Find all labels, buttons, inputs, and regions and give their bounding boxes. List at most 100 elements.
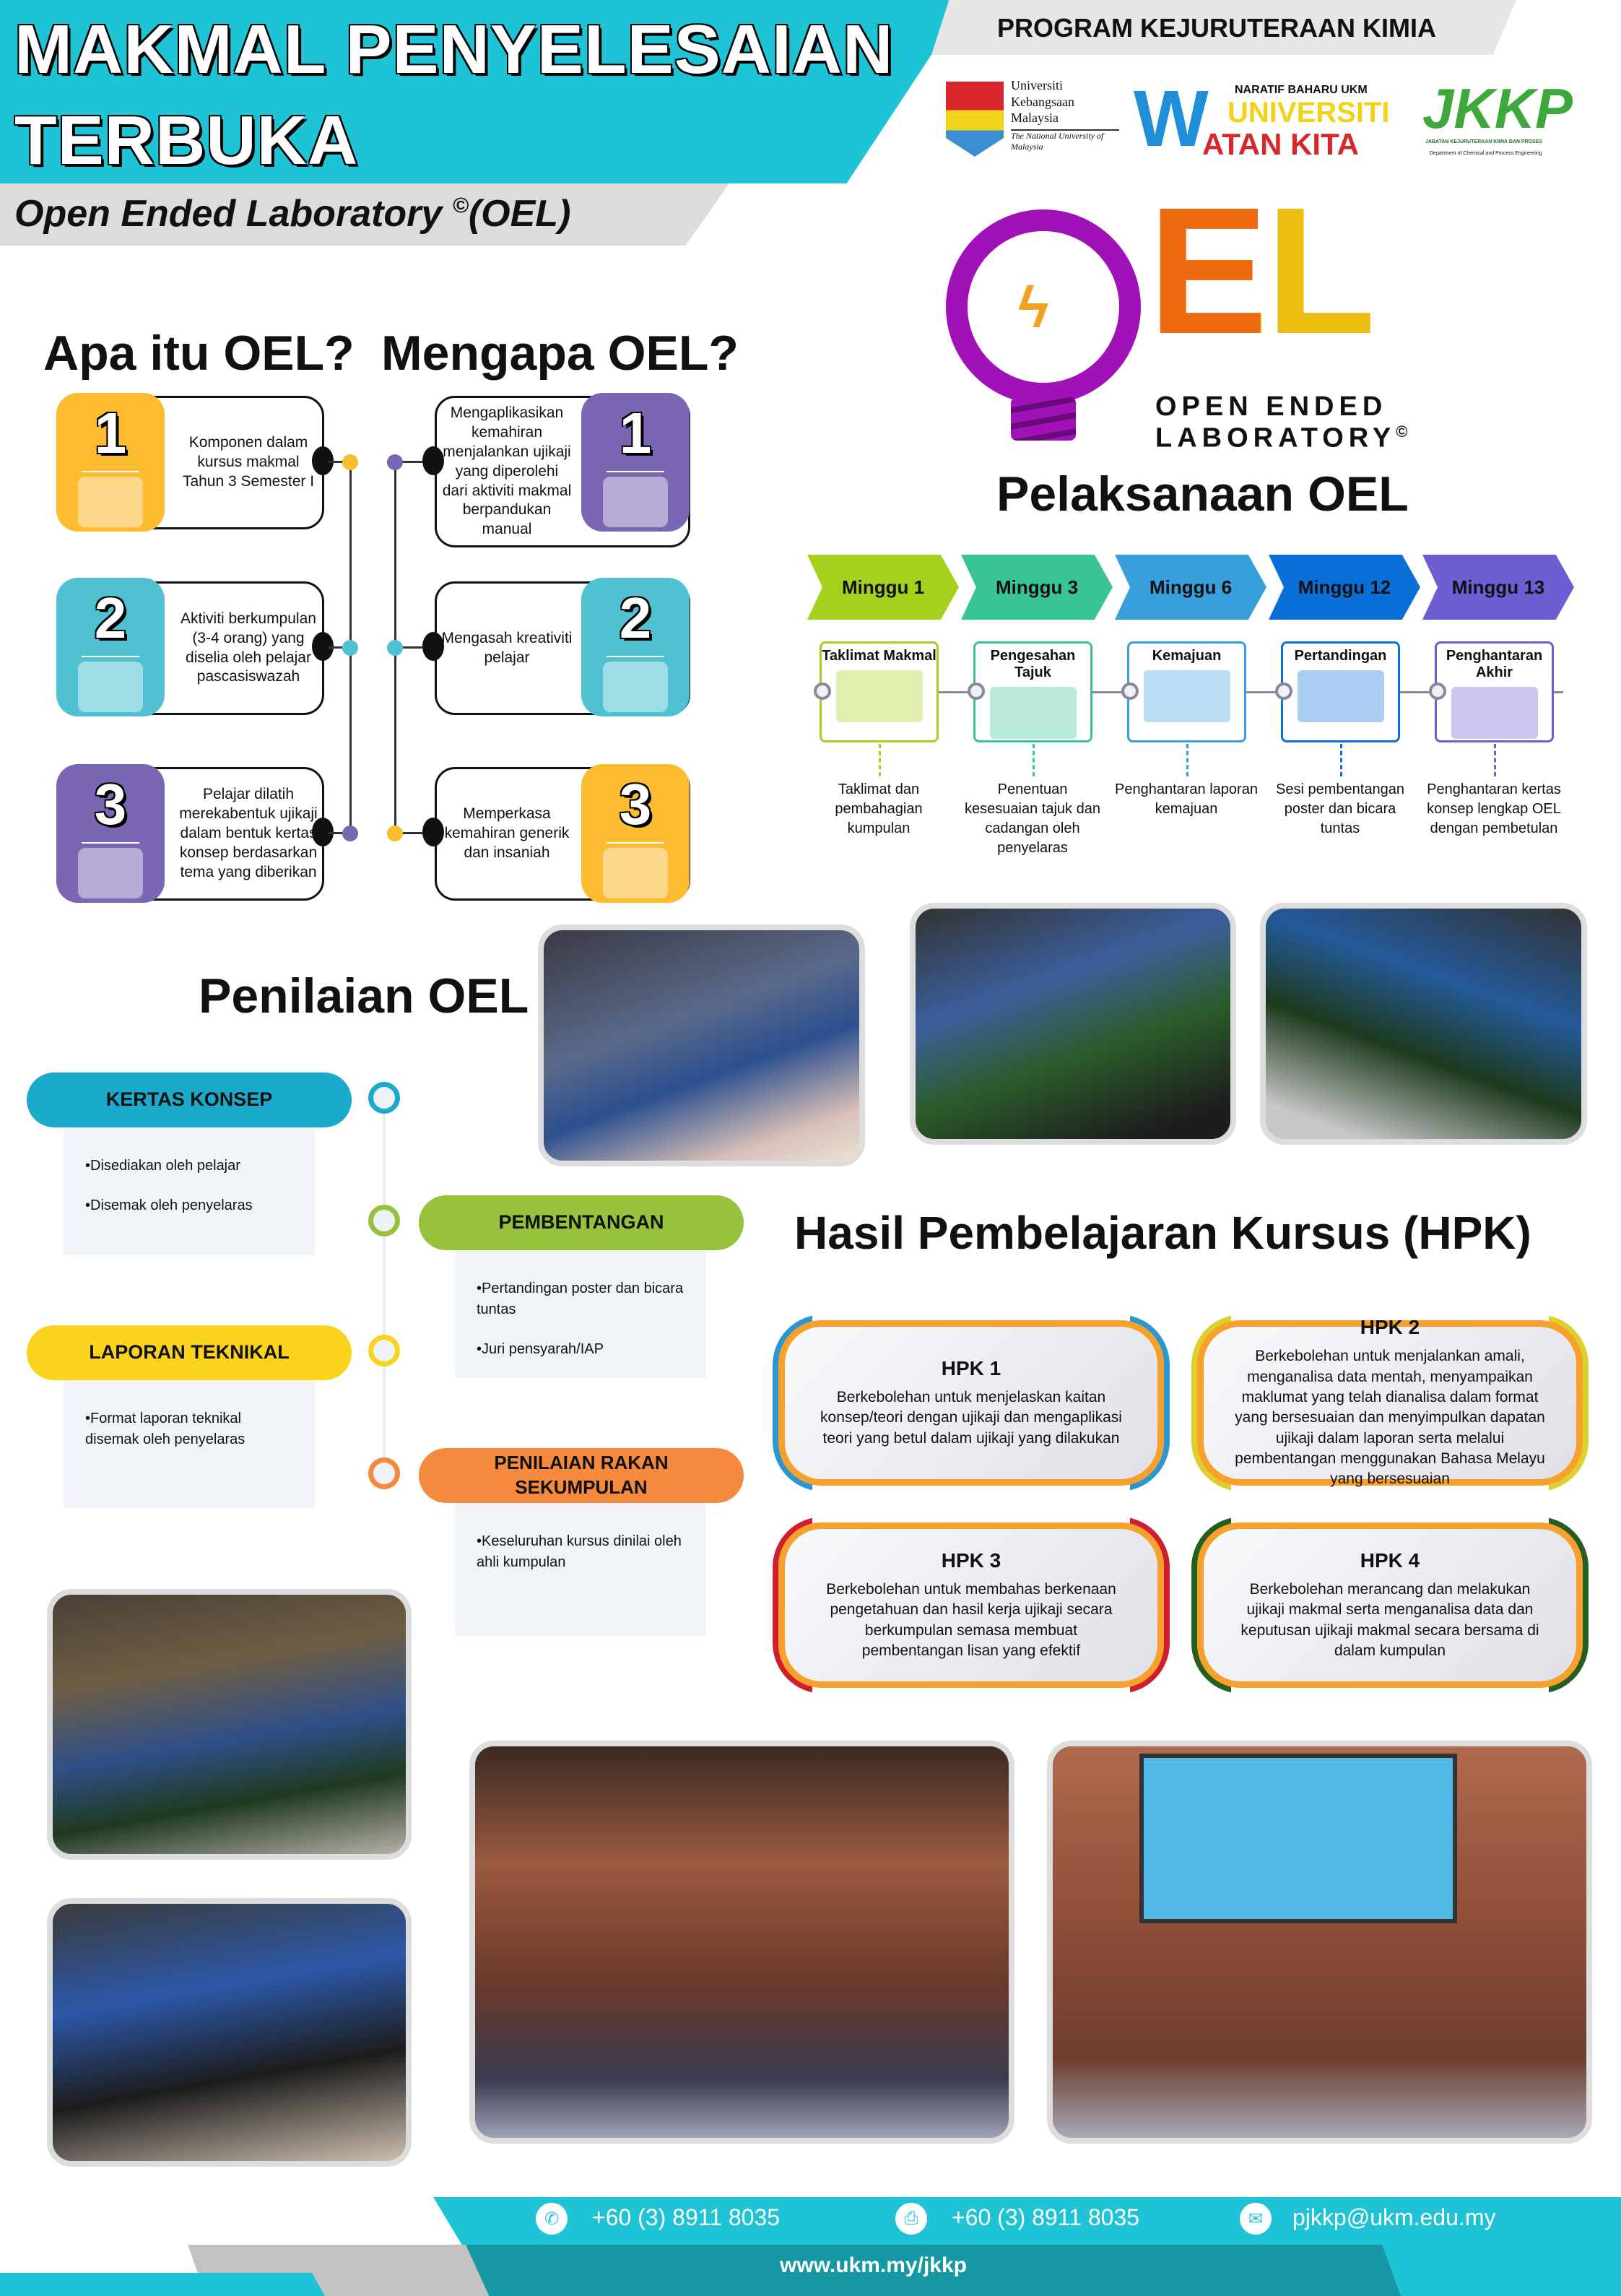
assessment-node [368,1335,400,1366]
penilaian-line [383,1112,386,1481]
connector-knob [422,632,444,661]
assessment-node [368,1082,400,1114]
timeline-dot [342,826,358,841]
week-chevron: Minggu 3 [961,555,1113,620]
number-label: 2 [619,586,652,650]
jkkp-dept-en: Department of Chemical and Process Engin… [1430,151,1542,156]
apa-number-2: 2 [56,578,165,716]
ukm-word-2: Kebangsaan [1011,94,1074,109]
email-icon: ✉ [1240,2203,1272,2235]
puzzle-team-illustration-icon [78,662,143,712]
ukm-crest-icon [946,82,1004,157]
assessment-node [368,1457,400,1489]
photo-prize-ceremony [1047,1741,1592,2144]
oel-mark: © [1396,423,1408,441]
assessment-label: KERTAS KONSEP [105,1088,273,1111]
copyright-mark: © [452,194,469,218]
mengapa-number-3: 3 [581,764,690,903]
oel-letters: EL [1148,170,1376,371]
apa-text-2: Aktiviti berkumpulan (3-4 orang) yang di… [181,610,316,685]
week-label: Minggu 1 [841,576,925,598]
apa-text-1: Komponen dalam kursus makmal Tahun 3 Sem… [182,434,315,490]
assessment-node [368,1205,400,1236]
stage-illustration-icon [989,687,1077,739]
stage-description: Penghantaran kertas konsep lengkap OEL d… [1427,781,1561,836]
hpk-label: HPK 3 [941,1548,1001,1572]
number-label: 3 [94,772,127,836]
stage-box: Pertandingan [1281,641,1400,742]
stage-illustration-icon [1297,670,1384,722]
mengapa-text-3: Memperkasa kemahiran generik dan insania… [444,805,570,861]
subtitle-text: Open Ended Laboratory [14,193,443,235]
timeline-dot [387,454,403,470]
wawasan-line2: ATAN KITA [1202,127,1359,161]
jkkp-dept: JABATAN KEJURUTERAAN KIMIA DAN PROSES [1425,139,1543,144]
assessment-label: LAPORAN TEKNIKAL [89,1341,290,1364]
stage-illustration-icon [835,670,923,722]
apa-text-3: Pelajar dilatih merekabentuk ujikaji dal… [179,786,318,880]
footer-website[interactable]: www.ukm.my/jkkp [780,2253,967,2277]
week-chevron: Minggu 1 [807,555,959,620]
assessment-point: •Disemak oleh penyelaras [85,1197,253,1213]
photo-poster-group [47,1898,412,2167]
header-banner [0,0,968,183]
kids-lab-illustration-icon [603,477,668,527]
assessment-point: •Keseluruhan kursus dinilai oleh ahli ku… [477,1533,682,1570]
hpk-text: Berkebolehan untuk menjelaskan kaitan ko… [820,1388,1122,1447]
number-label: 2 [94,586,127,650]
number-label: 3 [619,772,652,836]
footer-dark-band [466,2245,1401,2296]
arrow-down-icon [879,744,881,776]
subtitle-band [0,183,729,246]
stage-description: Sesi pembentangan poster dan bicara tunt… [1276,781,1404,836]
oel-line2: LABORATORY© [1155,423,1407,454]
assessment-detail: •Format laporan teknikal disemak oleh pe… [64,1379,315,1508]
week-label: Minggu 6 [1149,576,1233,598]
stage-box: Taklimat Makmal [820,641,939,742]
photo-poster-session-2 [910,903,1236,1145]
assessment-pill: PEMBENTANGAN [419,1195,744,1250]
penilaian-title: Penilaian OEL [199,969,529,1023]
stage-description: Penghantaran laporan kemajuan [1115,781,1258,817]
number-label: 1 [94,401,127,465]
mengapa-text-2: Mengasah kreativiti pelajar [441,629,573,666]
stage-node [1121,683,1139,700]
week-label: Minggu 3 [995,576,1079,598]
stage-description: Taklimat dan pembahagian kumpulan [835,781,923,836]
page-title-line1: MAKMAL PENYELESAIAN [14,11,894,88]
apa-title: Apa itu OEL? [43,326,355,381]
lightning-bolt-icon: ϟ [1018,275,1049,339]
assessment-detail: •Disediakan oleh pelajar•Disemak oleh pe… [64,1127,315,1255]
week-chevron: Minggu 13 [1422,555,1574,620]
stage-label: Pengesahan Tajuk [990,648,1076,680]
apa-number-1: 1 [56,393,165,532]
multitask-illustration-icon [603,848,668,898]
timeline-dot [342,640,358,656]
assessment-pill: PENILAIAN RAKAN SEKUMPULAN [419,1448,744,1503]
stage-node [1275,683,1292,700]
bulb-base-icon [1011,397,1076,441]
week-chevron: Minggu 12 [1269,555,1420,620]
footer-phone[interactable]: +60 (3) 8911 8035 [592,2204,781,2230]
wawasan-logo: W NARATIF BAHARU UKM UNIVERSITI ATAN KIT… [1134,79,1394,163]
assessment-point: •Pertandingan poster dan bicara tuntas [477,1281,684,1317]
stage-label: Kemajuan [1152,648,1222,664]
photo-poster-session-3 [1260,903,1587,1145]
assessment-detail: •Keseluruhan kursus dinilai oleh ahli ku… [455,1502,706,1636]
footer-email[interactable]: pjkkp@ukm.edu.my [1292,2204,1496,2230]
hpk-text: Berkebolehan untuk menjalankan amali, me… [1235,1348,1545,1488]
stage-box: Pengesahan Tajuk [973,641,1092,742]
assessment-pill: KERTAS KONSEP [27,1073,352,1127]
connector-knob [422,446,444,475]
week-label: Minggu 13 [1451,576,1545,598]
mengapa-number-2: 2 [581,578,690,716]
stage-node [1429,683,1446,700]
program-band [931,0,1516,55]
assessment-label: PEMBENTANGAN [498,1211,664,1234]
footer-fax: +60 (3) 8911 8035 [952,2204,1140,2230]
oel-line1: OPEN ENDED [1155,391,1388,422]
